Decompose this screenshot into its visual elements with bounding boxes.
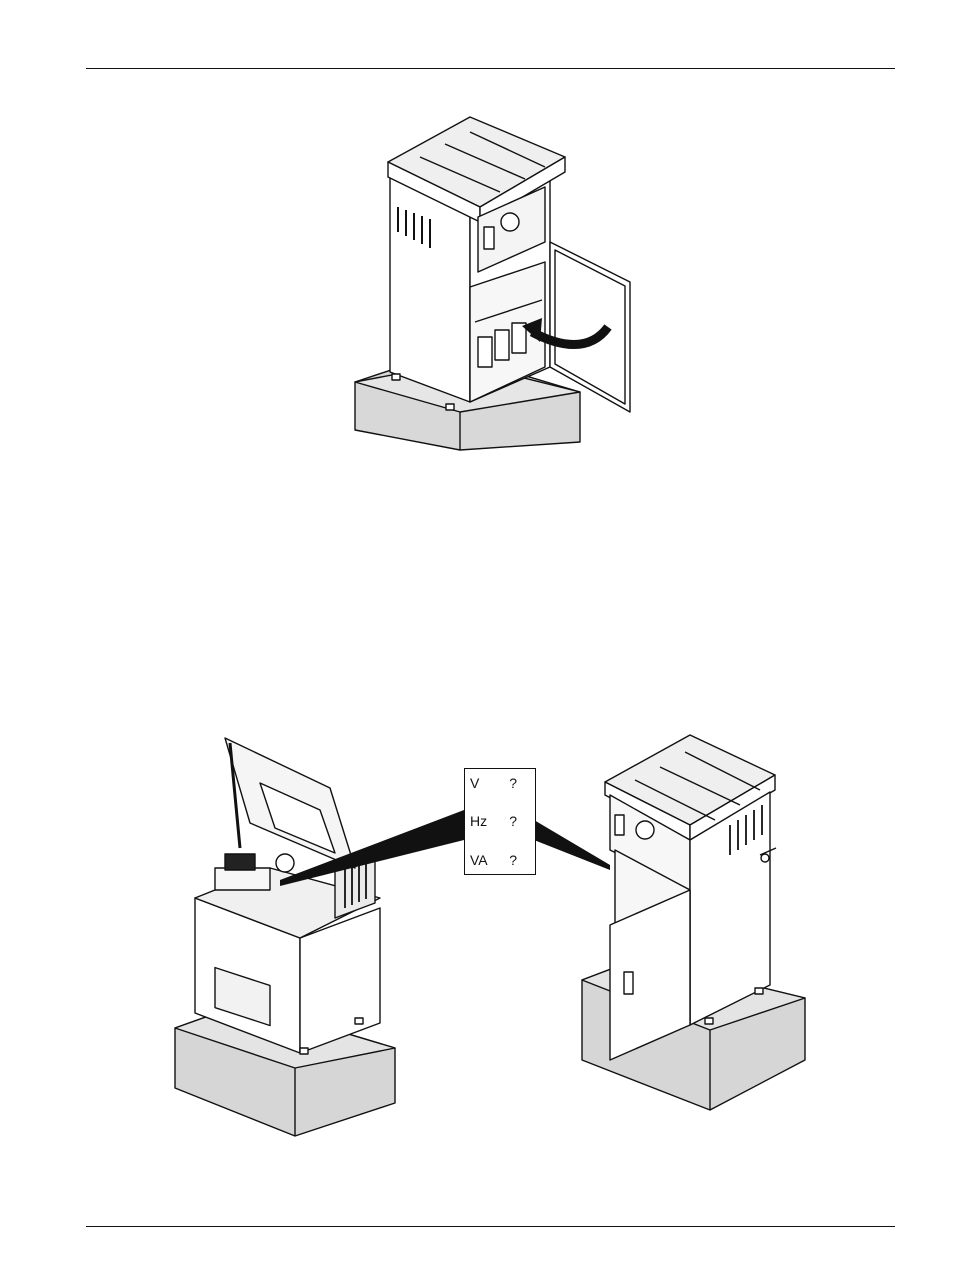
label-pointer-lines	[280, 800, 620, 900]
sampler-door-figure-icon	[350, 112, 640, 452]
sampler-open-door-figure-icon	[580, 730, 810, 1115]
rating-value: ?	[509, 852, 517, 868]
rating-value: ?	[509, 775, 517, 791]
footer-rule	[86, 1226, 895, 1227]
rating-value: ?	[509, 813, 517, 829]
header-rule	[86, 68, 895, 69]
rating-key: VA	[470, 852, 488, 868]
rating-key: V	[470, 775, 479, 791]
rating-key: Hz	[470, 813, 487, 829]
sampler-open-lid-figure-icon	[170, 728, 405, 1138]
rating-label-box: V ? Hz ? VA ?	[464, 768, 536, 875]
